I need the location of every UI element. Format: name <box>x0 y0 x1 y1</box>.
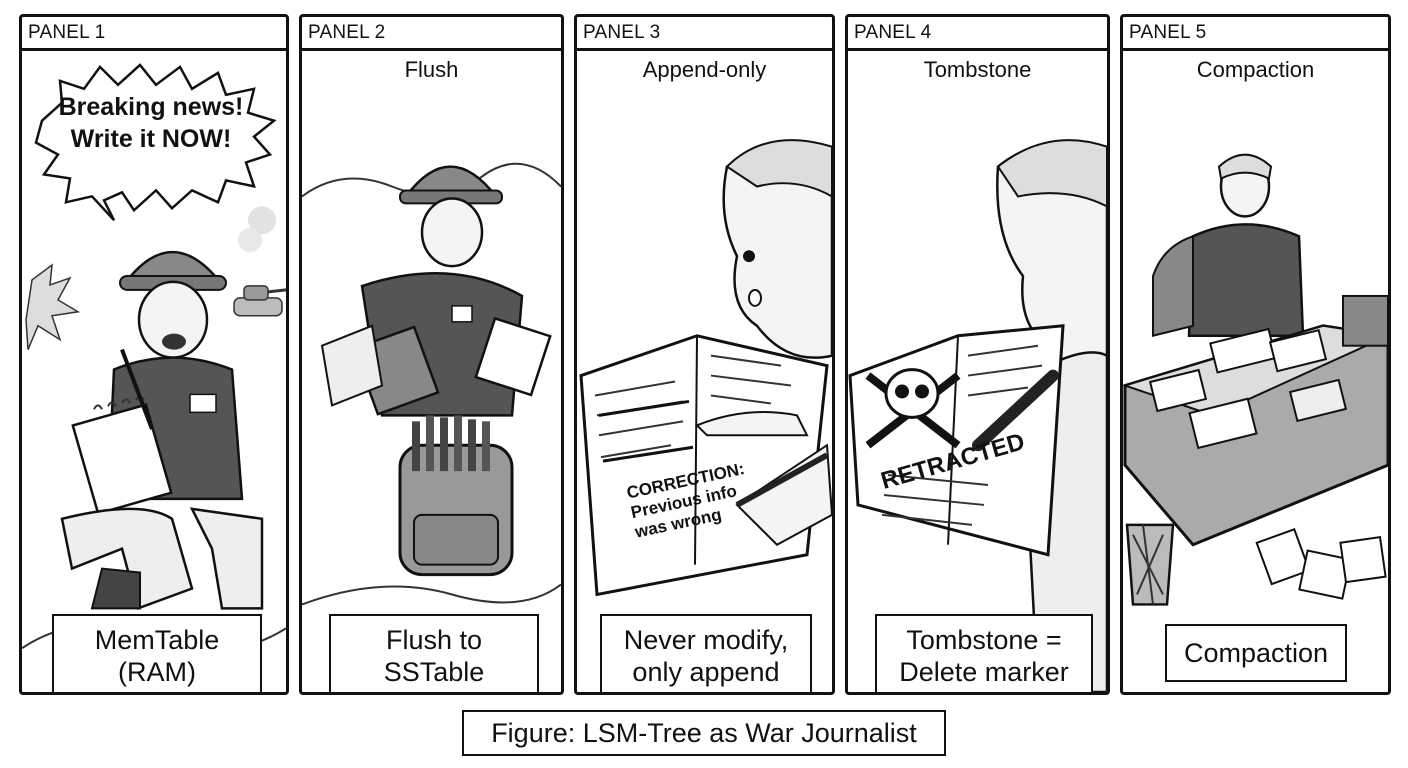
panel-4: PANEL 4 Tombstone <box>845 14 1110 695</box>
panel-subtitle: Compaction <box>1196 57 1315 82</box>
panel-caption: Flush to SSTable <box>329 614 539 692</box>
panel-header: PANEL 3 <box>577 17 832 51</box>
speech-line: Breaking news! <box>58 93 244 121</box>
panel-caption: Tombstone = Delete marker <box>875 614 1093 692</box>
caption-line: SSTable <box>383 657 485 687</box>
caption-line: MemTable <box>94 625 220 655</box>
panel-illustration <box>22 51 286 692</box>
caption-line: Tombstone = <box>906 625 1062 655</box>
speech-bubble <box>34 63 277 222</box>
panel-subtitle: Append-only <box>642 57 767 82</box>
panel-caption: MemTable (RAM) <box>52 614 262 692</box>
speech-bubble-text: Breaking news! Write it NOW! <box>46 91 256 155</box>
explosion-icon <box>25 263 81 350</box>
figure-caption: Figure: LSM-Tree as War Journalist <box>462 710 946 756</box>
journalist-figure <box>1152 153 1305 338</box>
speech-line: Write it NOW! <box>70 125 232 153</box>
panel-3: PANEL 3 Append-only <box>574 14 835 695</box>
journalist-figure <box>320 165 552 417</box>
panel-header: PANEL 1 <box>22 17 286 51</box>
panel-caption: Compaction <box>1165 624 1347 682</box>
panel-subtitle: Flush <box>404 57 459 82</box>
panel-header: PANEL 5 <box>1123 17 1388 51</box>
panel-illustration <box>302 87 561 692</box>
panel-caption: Never modify, only append <box>600 614 812 692</box>
panel-illustration <box>1123 87 1388 692</box>
skull-crossbones-icon <box>865 368 961 449</box>
notebook-icon <box>579 334 829 597</box>
caption-line: Never modify, <box>623 625 789 655</box>
panel-5: PANEL 5 Compaction <box>1120 14 1391 695</box>
panel-2: PANEL 2 Flush <box>299 14 564 695</box>
caption-line: Flush to <box>385 625 483 655</box>
trash-bin-icon <box>1125 523 1175 606</box>
panel-header: PANEL 2 <box>302 17 561 51</box>
panel-1: PANEL 1 <box>19 14 289 695</box>
caption-line: only append <box>632 657 780 687</box>
backpack-icon <box>398 415 514 577</box>
panel-header: PANEL 4 <box>848 17 1107 51</box>
caption-line: (RAM) <box>118 657 196 687</box>
panel-subtitle: Tombstone <box>923 57 1032 82</box>
panel-illustration <box>577 87 832 692</box>
desk-icon <box>1123 294 1388 547</box>
journalist-figure <box>60 250 264 611</box>
tank-icon <box>233 285 286 317</box>
caption-line: Compaction <box>1183 638 1329 668</box>
caption-line: Delete marker <box>899 657 1069 687</box>
panel-illustration <box>848 87 1107 692</box>
journalist-figure <box>722 139 832 359</box>
